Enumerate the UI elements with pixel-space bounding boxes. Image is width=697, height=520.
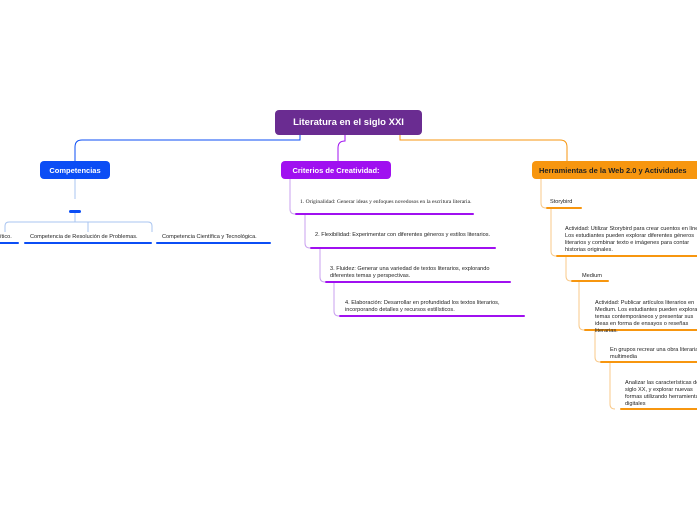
criterio-item-3[interactable]: 3. Fluidez: Generar una variedad de text… xyxy=(330,266,490,279)
connector-herramientas-1 xyxy=(540,179,547,209)
herramientas-label: Herramientas de la Web 2.0 y Actividades xyxy=(539,165,687,175)
competencia-item-2[interactable]: Competencia de Resolución de Problemas. xyxy=(30,234,138,240)
herramientas-underline-5 xyxy=(600,361,697,363)
competencias-underline-3 xyxy=(156,242,271,244)
connector-criterios-4 xyxy=(333,283,340,317)
root-topic-node[interactable]: Literatura en el siglo XXI xyxy=(275,110,422,135)
herramientas-underline-1 xyxy=(546,207,582,209)
herramientas-node[interactable]: Herramientas de la Web 2.0 y Actividades xyxy=(532,161,697,179)
herramientas-underline-3 xyxy=(571,280,609,282)
connector-criterios-2 xyxy=(304,215,311,249)
connector-competencias-fan xyxy=(4,213,153,232)
competencias-underline-1 xyxy=(0,242,19,244)
competencia-item-1[interactable]: ítico. xyxy=(0,234,12,240)
herramienta-medium[interactable]: Medium xyxy=(582,273,602,279)
connector-criterios-3 xyxy=(319,249,326,283)
connector-root-herramientas xyxy=(399,135,568,161)
connector-herramientas-5 xyxy=(594,331,601,363)
herramienta-actividad-medium[interactable]: Actividad: Publicar artículos literarios… xyxy=(595,300,697,334)
criterios-underline-3 xyxy=(325,281,511,283)
criterio-item-4[interactable]: 4. Elaboración: Desarrollar en profundid… xyxy=(345,300,500,313)
competencia-item-3[interactable]: Competencia Científica y Tecnológica. xyxy=(162,234,257,240)
criterios-node[interactable]: Criterios de Creatividad: xyxy=(281,161,391,179)
competencias-label: Competencias xyxy=(49,165,101,175)
herramienta-actividad-storybird[interactable]: Actividad: Utilizar Storybird para crear… xyxy=(565,226,697,253)
connector-herramientas-2 xyxy=(550,209,557,257)
herramienta-obra-multimedia[interactable]: En grupos recrear una obra literaria mul… xyxy=(610,347,697,360)
criterio-item-2[interactable]: 2. Flexibilidad: Experimentar con difere… xyxy=(315,232,491,238)
connector-criterios-1 xyxy=(289,179,296,215)
competencias-hub xyxy=(69,210,81,213)
connector-herramientas-6 xyxy=(609,363,616,410)
herramientas-underline-2 xyxy=(556,255,697,257)
criterios-label: Criterios de Creatividad: xyxy=(292,165,380,175)
criterios-underline-1 xyxy=(295,213,474,215)
herramientas-underline-6 xyxy=(620,408,697,410)
criterios-underline-2 xyxy=(310,247,496,249)
root-topic-label: Literatura en el siglo XXI xyxy=(293,117,404,128)
competencias-underline-2 xyxy=(24,242,152,244)
herramientas-underline-4 xyxy=(584,329,697,331)
competencias-node[interactable]: Competencias xyxy=(40,161,110,179)
connector-root-competencias xyxy=(74,135,301,161)
connector-herramientas-3 xyxy=(565,257,572,282)
herramienta-storybird[interactable]: Storybird xyxy=(550,199,573,205)
connector-herramientas-4 xyxy=(578,282,585,331)
criterios-underline-4 xyxy=(339,315,525,317)
connector-root-criterios xyxy=(337,135,346,161)
criterio-item-1[interactable]: 1. Originalidad: Generar ideas y enfoque… xyxy=(300,199,472,205)
herramienta-analizar-siglo-xx[interactable]: Analizar las características del siglo X… xyxy=(625,380,697,407)
